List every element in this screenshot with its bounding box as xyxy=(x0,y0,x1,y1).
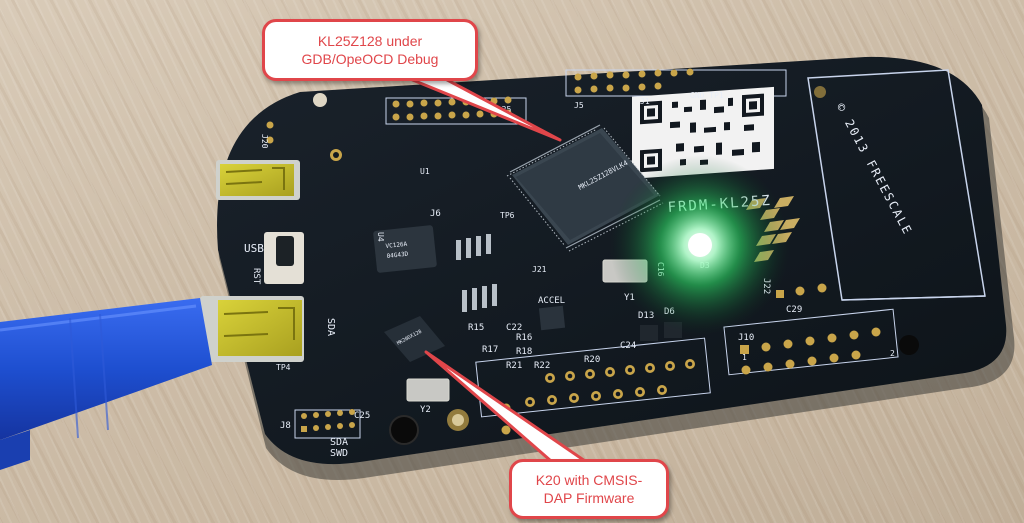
svg-text:R20: R20 xyxy=(584,355,600,365)
svg-text:J5: J5 xyxy=(574,101,584,110)
svg-text:R22: R22 xyxy=(534,361,550,371)
svg-text:C22: C22 xyxy=(506,323,522,333)
usb-cable xyxy=(0,298,212,470)
svg-text:R17: R17 xyxy=(482,345,498,355)
kl25z128-chip: MKL25Z128VLK4 xyxy=(506,124,664,252)
header-j8 xyxy=(294,409,361,439)
svg-text:TP4: TP4 xyxy=(276,363,291,372)
svg-text:R18: R18 xyxy=(516,347,532,357)
crystal-y2 xyxy=(406,378,450,402)
svg-text:J1: J1 xyxy=(640,97,650,106)
svg-text:U4: U4 xyxy=(376,232,385,242)
qr-code xyxy=(632,86,774,179)
u4-chip: VC126A 04G43D xyxy=(373,225,437,273)
svg-text:J20: J20 xyxy=(260,134,269,149)
svg-text:J21: J21 xyxy=(532,265,547,274)
svg-text:1: 1 xyxy=(742,353,747,362)
callout-k20: K20 with CMSIS- DAP Firmware xyxy=(509,459,669,519)
svg-text:U1: U1 xyxy=(420,167,430,176)
svg-text:SWD: SWD xyxy=(330,448,348,459)
k20-chip: MK20DX128 xyxy=(384,316,445,362)
svg-text:SDA: SDA xyxy=(330,437,348,448)
header-j22 xyxy=(776,283,827,298)
svg-text:C29: C29 xyxy=(786,305,802,315)
callout-top-line2: GDB/OpeOCD Debug xyxy=(301,51,439,67)
callout-top-line1: KL25Z128 under xyxy=(317,33,423,49)
usb-label: USB xyxy=(244,242,264,255)
mounting-hole xyxy=(389,415,419,445)
svg-text:TP6: TP6 xyxy=(500,211,515,220)
usb-connector-sda xyxy=(216,160,300,200)
svg-text:ACCEL: ACCEL xyxy=(538,296,565,306)
svg-text:SDA: SDA xyxy=(325,318,336,336)
usb-connector-k20 xyxy=(200,296,304,362)
callout-kl25z128: KL25Z128 under GDB/OpeOCD Debug xyxy=(262,19,478,81)
callout-bottom-line1: K20 with CMSIS- xyxy=(535,472,643,488)
svg-text:RST: RST xyxy=(251,268,261,285)
svg-text:J8: J8 xyxy=(280,421,291,431)
callout-bottom-line2: DAP Firmware xyxy=(543,490,635,506)
accelerometer-u7 xyxy=(538,305,566,331)
svg-text:C24: C24 xyxy=(620,341,636,351)
svg-text:2: 2 xyxy=(890,349,895,358)
svg-text:Y2: Y2 xyxy=(420,405,431,415)
svg-text:R15: R15 xyxy=(468,323,484,333)
svg-text:VC126A: VC126A xyxy=(385,241,408,250)
svg-text:R16: R16 xyxy=(516,333,532,343)
reset-button xyxy=(264,232,304,284)
svg-text:04G43D: 04G43D xyxy=(386,251,409,260)
svg-text:J6: J6 xyxy=(430,209,441,219)
u5-chip xyxy=(456,234,497,312)
svg-text:GND TP1: GND TP1 xyxy=(690,91,724,100)
svg-text:C25: C25 xyxy=(354,411,370,421)
svg-text:J10: J10 xyxy=(738,333,754,343)
header-j10 xyxy=(723,308,899,376)
svg-text:R21: R21 xyxy=(506,361,522,371)
